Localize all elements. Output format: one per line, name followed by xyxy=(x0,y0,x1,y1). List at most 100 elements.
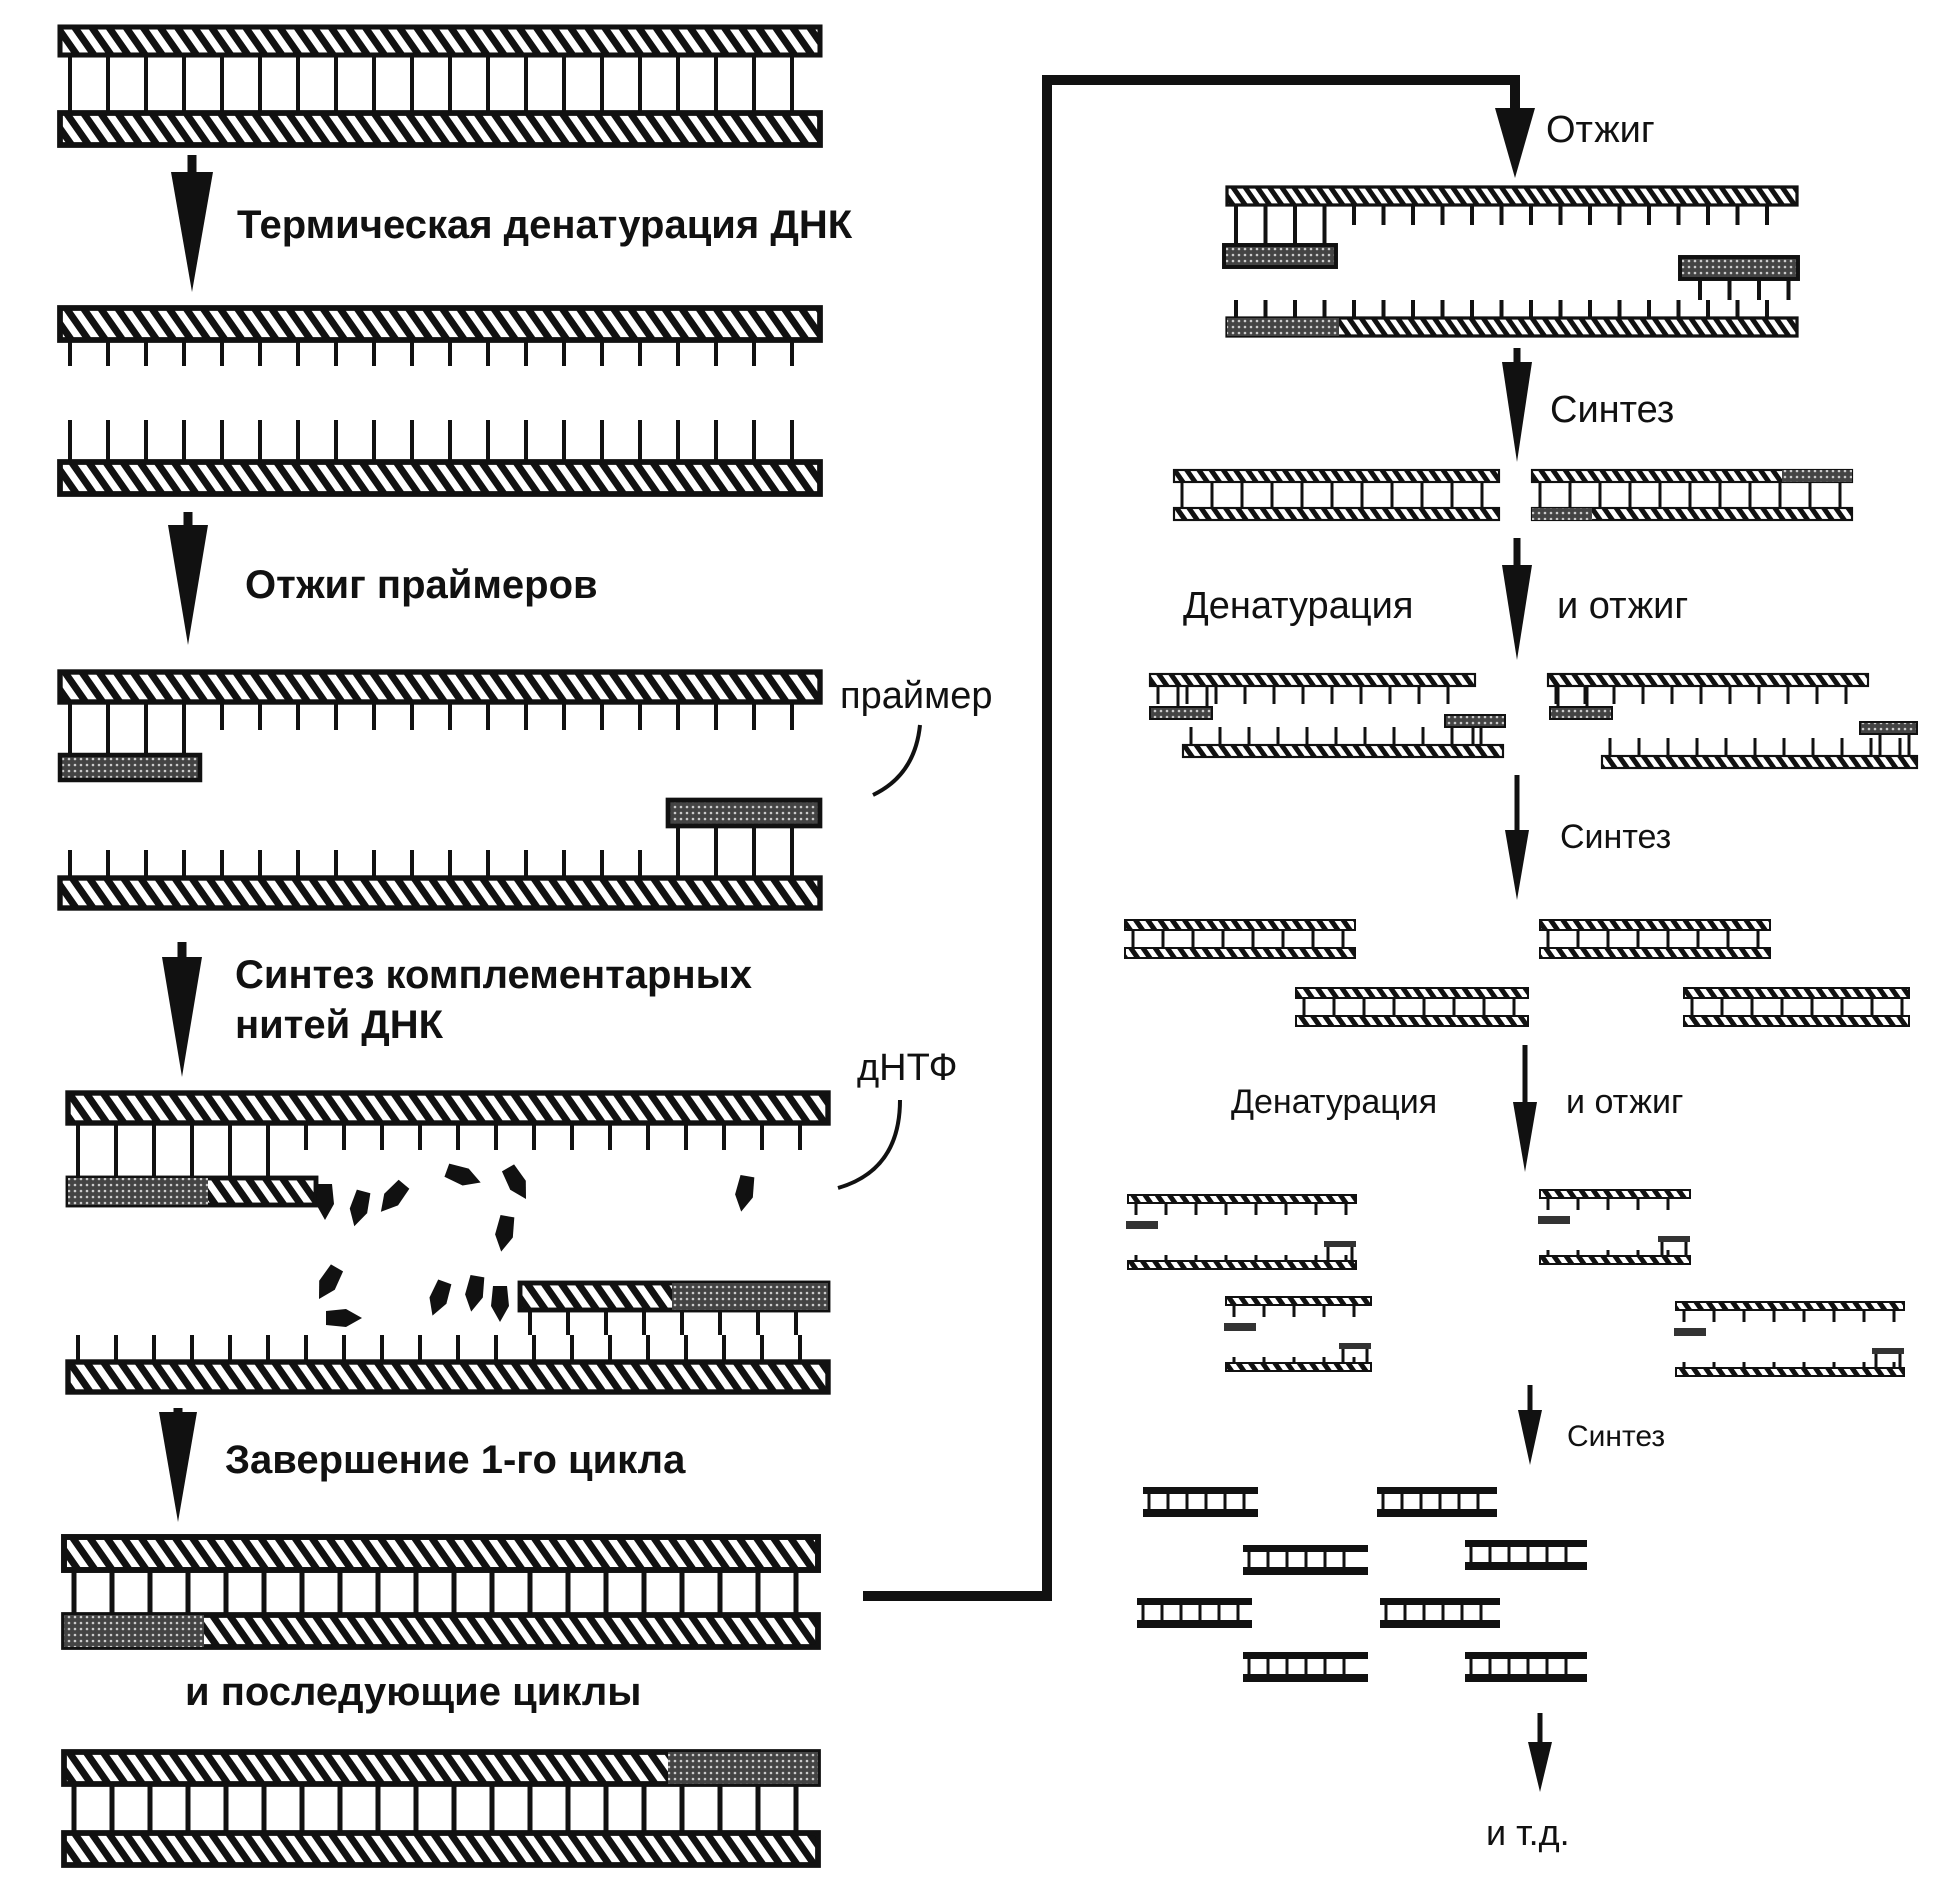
primer-segment xyxy=(68,1178,208,1205)
single-strand xyxy=(1546,672,1870,688)
annealed-pair xyxy=(1126,1194,1357,1270)
dntp-nucleotide-icon xyxy=(495,1214,515,1252)
bottom-strand xyxy=(1124,947,1356,959)
base-pair-ticks xyxy=(1156,686,1450,704)
step-label-synthesis-3: Синтез xyxy=(1567,1420,1665,1453)
arrow-down-icon xyxy=(1502,348,1532,462)
strand-top xyxy=(61,1534,821,1573)
dntp-nucleotide-icon xyxy=(429,1279,452,1316)
arrow-head xyxy=(1495,108,1535,178)
dna-duplex xyxy=(1295,987,1529,1027)
single-strand xyxy=(1225,1362,1372,1372)
dna-duplex xyxy=(1124,919,1356,959)
base-pair-rungs xyxy=(1546,930,1760,948)
annealed-strand xyxy=(1600,721,1919,770)
base-pair-ticks xyxy=(1234,205,1769,225)
step-label-synthesis-2: Синтез xyxy=(1560,818,1671,856)
arrow-down-icon xyxy=(1505,775,1529,900)
arrow-head xyxy=(1518,1410,1542,1465)
base-pair-ticks xyxy=(1384,1605,1483,1620)
top-strand xyxy=(1172,468,1501,484)
single-strand xyxy=(1539,1255,1691,1265)
annealed-pair xyxy=(1224,1296,1372,1372)
base-pair-ticks xyxy=(1381,1494,1480,1509)
base-pair-ticks xyxy=(1682,1310,1896,1322)
step-label-denaturation-2: Денатурация xyxy=(1231,1083,1437,1121)
base-pair-rungs xyxy=(1302,998,1516,1016)
base-pair-ticks xyxy=(1247,1552,1346,1567)
base-pair-ticks xyxy=(68,340,794,366)
primer xyxy=(1339,1343,1371,1349)
dna-duplex-final xyxy=(1465,1652,1587,1682)
single-strand xyxy=(1675,1367,1905,1377)
arrow-head xyxy=(1505,830,1529,900)
step-label-annealing-1: и отжиг xyxy=(1557,585,1688,627)
dntp-nucleotide-icon xyxy=(491,1286,509,1322)
primer-forward xyxy=(1222,243,1338,269)
primer-segment xyxy=(672,1283,828,1310)
primer-reverse xyxy=(665,797,823,829)
primer xyxy=(1126,1221,1158,1229)
base-pair-ticks xyxy=(1176,686,1209,707)
top-strand xyxy=(1683,987,1910,999)
template-strand-top xyxy=(1225,185,1799,207)
base-pair-ticks xyxy=(1878,734,1911,756)
dna-duplex xyxy=(1172,468,1501,522)
dntp-nucleotide-icon xyxy=(316,1184,334,1220)
arrow-down-icon xyxy=(1518,1385,1542,1465)
bottom-strand xyxy=(1465,1674,1587,1682)
primer xyxy=(1538,1216,1570,1224)
base-pair-ticks xyxy=(1134,1203,1348,1215)
arrow-head xyxy=(1502,565,1532,660)
template-strand-top xyxy=(57,24,823,58)
ending-label: и т.д. xyxy=(1486,1812,1570,1853)
single-strand xyxy=(1127,1194,1357,1204)
template-strand-bottom xyxy=(57,110,823,148)
callout-dntp: дНТФ xyxy=(857,1047,957,1089)
step-label-cycle-end: Завершение 1-го цикла xyxy=(225,1438,686,1482)
top-strand xyxy=(1380,1598,1500,1605)
primer xyxy=(1324,1241,1356,1247)
dntp-nucleotide-icon xyxy=(380,1179,410,1212)
dna-duplex-final xyxy=(1465,1540,1587,1570)
primer xyxy=(1149,706,1213,720)
callout-primer: праймер xyxy=(840,675,992,717)
single-strand xyxy=(1148,672,1477,688)
annealed-strand xyxy=(1546,672,1870,720)
arrow-head xyxy=(1528,1742,1552,1792)
base-pair-ticks xyxy=(68,55,794,113)
bottom-strand xyxy=(1539,947,1771,959)
annealed-pair xyxy=(1674,1301,1905,1377)
base-pair-ticks xyxy=(1341,1349,1369,1363)
dntp-nucleotide-icon xyxy=(349,1189,371,1227)
primer xyxy=(1224,1323,1256,1331)
arrow-head xyxy=(162,957,202,1077)
primer-segment xyxy=(1227,318,1339,336)
dna-duplex xyxy=(1530,468,1854,522)
bottom-strand xyxy=(1465,1562,1587,1570)
template-strand-bottom xyxy=(57,875,823,911)
dntp-nucleotide-icon xyxy=(444,1163,481,1186)
left-column xyxy=(57,24,831,1868)
annealed-pair xyxy=(1538,1189,1691,1265)
base-pair-ticks xyxy=(1546,1198,1670,1210)
step-label-denaturation-1: Денатурация xyxy=(1183,585,1413,627)
single-strand-top xyxy=(57,305,823,343)
single-strand xyxy=(1127,1260,1357,1270)
bottom-strand xyxy=(1172,506,1501,522)
strand-bottom xyxy=(61,1830,821,1868)
cycle-connector-line xyxy=(863,75,1520,1601)
top-strand xyxy=(1137,1598,1252,1605)
primer-pointer-line xyxy=(872,724,922,797)
base-pair-ticks xyxy=(68,702,794,730)
bottom-strand xyxy=(1380,1620,1500,1628)
single-strand-bottom xyxy=(57,459,823,497)
base-pair-ticks xyxy=(68,730,186,755)
bottom-strand xyxy=(1137,1620,1252,1628)
base-pair-ticks xyxy=(76,1123,802,1150)
base-pair-rungs xyxy=(1131,930,1345,948)
base-pair-ticks xyxy=(1141,1605,1240,1620)
top-strand xyxy=(1243,1652,1368,1659)
arrow-down-icon xyxy=(168,512,208,645)
arrow-down-icon xyxy=(159,1408,197,1522)
